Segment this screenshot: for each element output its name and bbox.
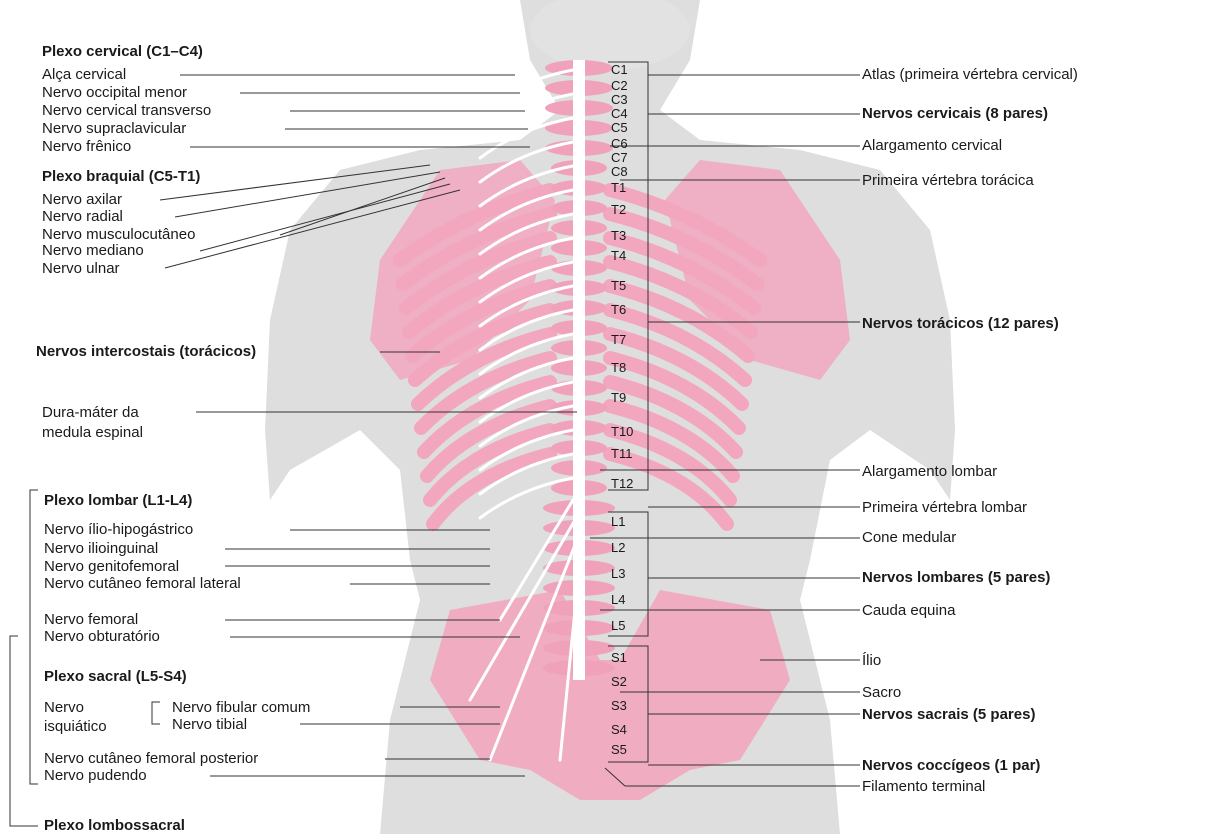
label-cervical-transverso: Nervo cervical transverso [42,102,211,120]
label-cervical-nerves: Nervos cervicais (8 pares) [862,105,1048,123]
segment-label-c8: C8 [611,164,628,179]
cervical-plexus-title: Plexo cervical (C1–C4) [42,43,203,61]
label-coccygeal: Nervos coccígeos (1 par) [862,757,1040,775]
segment-label-l3: L3 [611,566,625,581]
segment-label-c2: C2 [611,78,628,93]
segment-label-s4: S4 [611,722,627,737]
segment-label-c5: C5 [611,120,628,135]
label-cutaneo-posterior: Nervo cutâneo femoral posterior [44,750,258,768]
label-axilar: Nervo axilar [42,191,122,209]
label-conus: Cone medular [862,529,956,547]
label-first-lumbar: Primeira vértebra lombar [862,499,1027,517]
segment-label-s1: S1 [611,650,627,665]
segment-label-l4: L4 [611,592,625,607]
segment-label-t3: T3 [611,228,626,243]
label-dura-1: Dura-máter da [42,404,139,422]
label-sacral-nerves: Nervos sacrais (5 pares) [862,706,1035,724]
label-dura-2: medula espinal [42,424,143,442]
label-obturatorio: Nervo obturatório [44,628,160,646]
label-filum: Filamento terminal [862,778,985,796]
lumbosacral-title: Plexo lombossacral [44,817,185,834]
segment-label-t9: T9 [611,390,626,405]
spinal-cord [573,60,585,680]
label-cervical-enlargement: Alargamento cervical [862,137,1002,155]
label-lumbar-nerves: Nervos lombares (5 pares) [862,569,1050,587]
segment-label-s2: S2 [611,674,627,689]
label-pudendo: Nervo pudendo [44,767,147,785]
label-frenico: Nervo frênico [42,138,131,156]
label-sacro: Sacro [862,684,901,702]
segment-label-t12: T12 [611,476,633,491]
label-ilio: Ílio [862,652,881,670]
label-occipital: Nervo occipital menor [42,84,187,102]
label-tibial: Nervo tibial [172,716,247,734]
label-cauda: Cauda equina [862,602,955,620]
label-lumbar-enlargement: Alargamento lombar [862,463,997,481]
segment-label-c4: C4 [611,106,628,121]
label-supraclavicular: Nervo supraclavicular [42,120,186,138]
label-femoral: Nervo femoral [44,611,138,629]
segment-label-c6: C6 [611,136,628,151]
segment-label-t11: T11 [611,446,632,461]
segment-label-t8: T8 [611,360,626,375]
label-genitofemoral: Nervo genitofemoral [44,558,179,576]
segment-label-t2: T2 [611,202,626,217]
label-cutaneo-femoral-lateral: Nervo cutâneo femoral lateral [44,575,241,593]
brachial-plexus-title: Plexo braquial (C5-T1) [42,168,200,186]
label-ilioinguinal: Nervo ilioinguinal [44,540,158,558]
segment-label-c3: C3 [611,92,628,107]
label-ilio-hipogastrico: Nervo ílio-hipogástrico [44,521,193,539]
label-ulnar: Nervo ulnar [42,260,120,278]
segment-label-l5: L5 [611,618,625,633]
segment-label-t6: T6 [611,302,626,317]
label-first-thoracic: Primeira vértebra torácica [862,172,1034,190]
segment-label-s5: S5 [611,742,627,757]
segment-label-c1: C1 [611,62,628,77]
label-fibular: Nervo fibular comum [172,699,310,717]
segment-label-l2: L2 [611,540,625,555]
segment-label-l1: L1 [611,514,625,529]
label-radial: Nervo radial [42,208,123,226]
lumbar-plexus-bracket [30,490,38,784]
segment-label-t10: T10 [611,424,633,439]
label-atlas: Atlas (primeira vértebra cervical) [862,66,1078,84]
label-isquiatico: isquiático [44,718,107,736]
segment-label-s3: S3 [611,698,627,713]
lumbar-plexus-title: Plexo lombar (L1-L4) [44,492,192,510]
label-thoracic-nerves: Nervos torácicos (12 pares) [862,315,1059,333]
segment-label-c7: C7 [611,150,628,165]
label-alca-cervical: Alça cervical [42,66,126,84]
segment-label-t5: T5 [611,278,626,293]
segment-label-t4: T4 [611,248,626,263]
label-nervo: Nervo [44,699,84,717]
label-intercostal: Nervos intercostais (torácicos) [36,343,256,361]
sciatic-bracket [152,702,160,724]
segment-label-t1: T1 [611,180,626,195]
sacral-plexus-title: Plexo sacral (L5-S4) [44,668,187,686]
lumbosacral-bracket [10,636,38,826]
segment-label-t7: T7 [611,332,626,347]
label-mediano: Nervo mediano [42,242,144,260]
